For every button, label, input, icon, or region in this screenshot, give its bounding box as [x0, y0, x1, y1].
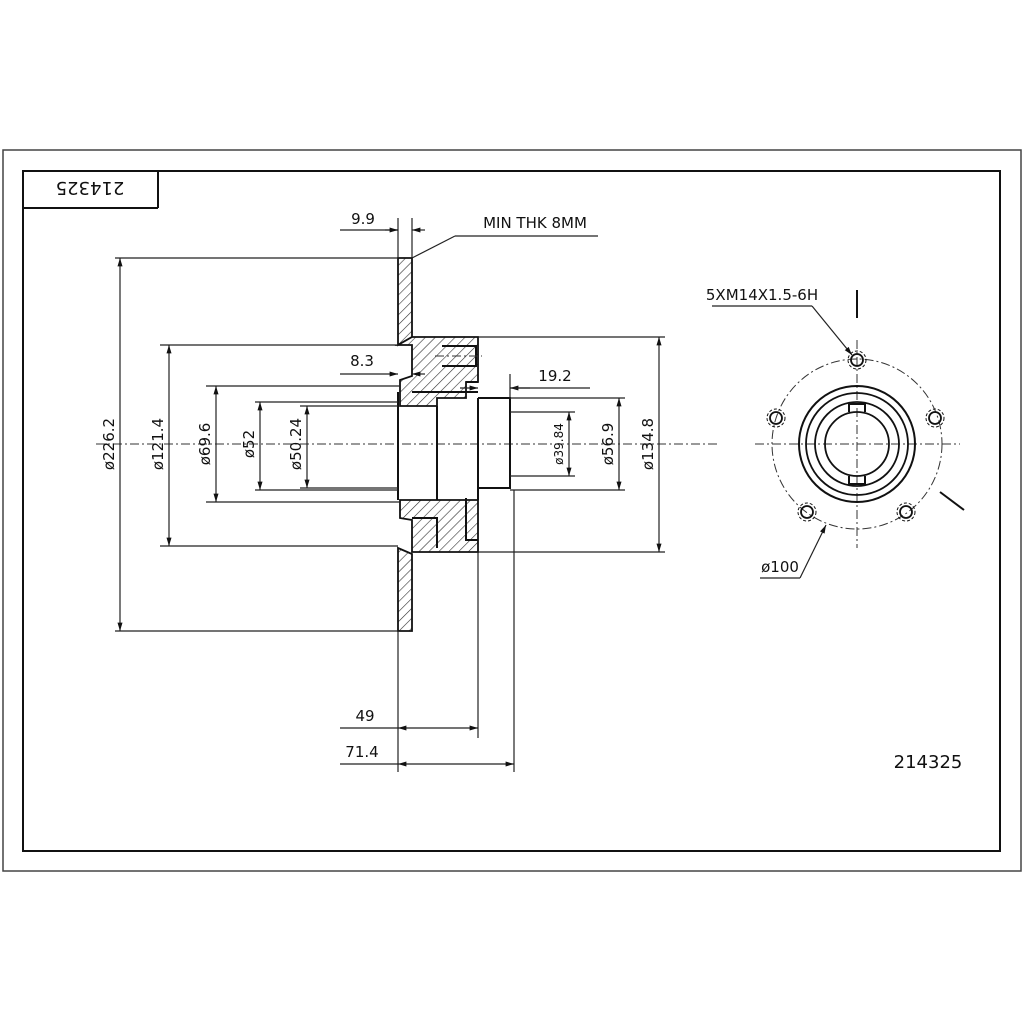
upper-hub-section	[394, 336, 479, 407]
outer-frame	[2, 149, 1022, 872]
bolt-hole	[797, 502, 817, 522]
dim-hat-step: 8.3	[350, 352, 374, 370]
hub-bore	[824, 411, 890, 477]
dim-dia-52: ø52	[240, 430, 258, 458]
bolt-hole	[925, 408, 945, 428]
pcd-label: ø100	[761, 558, 799, 576]
part-number-flipped: 214325	[56, 177, 125, 198]
min-thickness-note: MIN THK 8MM	[483, 214, 587, 232]
bolt-hole	[847, 350, 867, 370]
bolt-hole	[896, 502, 916, 522]
dim-height-71: 71.4	[345, 743, 378, 761]
bolt-hole	[766, 408, 786, 428]
dim-flange-thickness: 9.9	[351, 210, 375, 228]
dim-height-49: 49	[355, 707, 374, 725]
dim-dia-39: ø39.84	[552, 423, 566, 465]
title-block: 214325	[23, 171, 159, 209]
front-view: 5XM14X1.5-6H ø100	[706, 286, 965, 579]
upper-flange-section	[397, 257, 413, 347]
inner-frame	[22, 170, 1001, 852]
dim-dia-226: ø226.2	[100, 418, 118, 470]
dim-dia-69: ø69.6	[196, 423, 214, 466]
dim-dia-134: ø134.8	[639, 418, 657, 470]
dim-dia-121: ø121.4	[149, 418, 167, 470]
dim-dia-56: ø56.9	[599, 423, 617, 466]
lower-flange-section	[397, 546, 413, 632]
dim-dia-50: ø50.24	[287, 418, 305, 470]
hub-outer-ring	[798, 385, 916, 503]
dim-hub-step: 19.2	[538, 367, 571, 385]
section-view: ø226.2 ø121.4 ø69.6 ø52 ø50.24 ø134.8 ø5…	[96, 210, 720, 772]
thread-note: 5XM14X1.5-6H	[706, 286, 818, 304]
part-number: 214325	[894, 752, 963, 773]
lower-hub-section	[399, 499, 479, 553]
